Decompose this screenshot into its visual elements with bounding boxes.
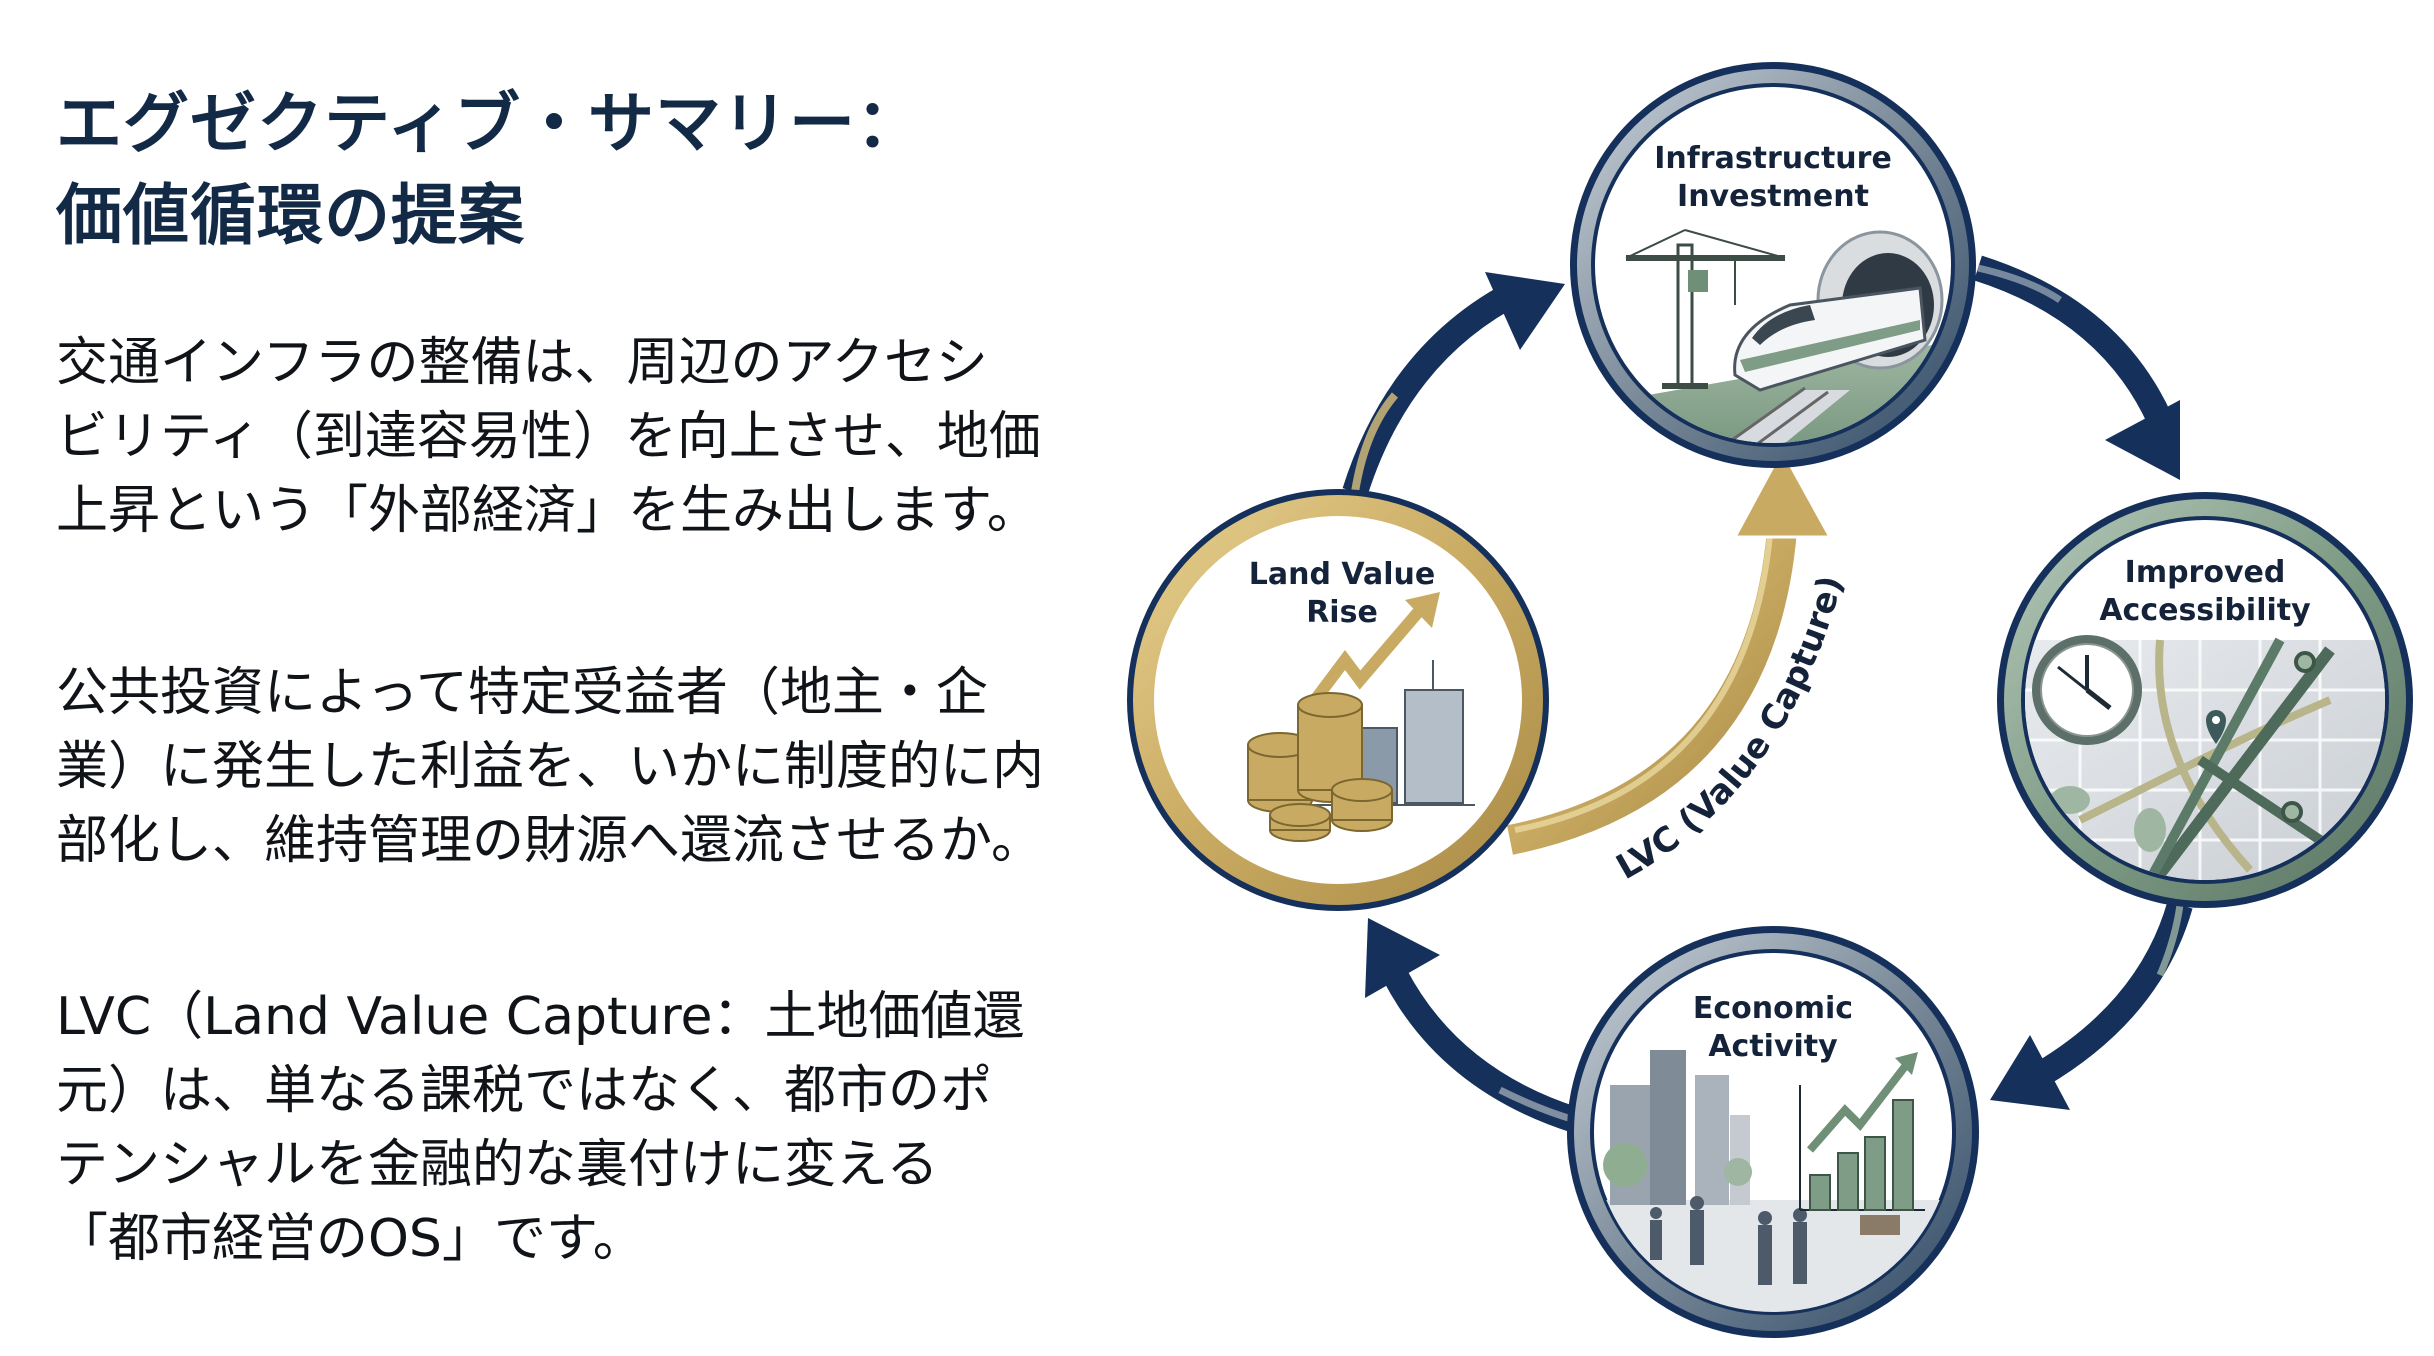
node-label: Economic: [1693, 991, 1853, 1026]
title-line-2: 価値循環の提案: [56, 177, 525, 254]
paragraph-infrastructure: 交通インフラの整備は、周辺のアクセシ ビリティ（到達容易性）を向上させ、地価 上…: [56, 326, 1041, 548]
node-infrastructure: Infrastructure Investment: [1570, 62, 1976, 468]
train-crane-icon: [1620, 229, 1951, 443]
paragraph-line: LVC（Land Value Capture：土地価値還: [56, 987, 1025, 1047]
arrowhead-icon: [1365, 918, 1440, 998]
location-pin-icon: [2206, 710, 2226, 744]
lvc-label-text: LVC (Value Capture): [1610, 571, 1852, 888]
arrowhead-icon: [1732, 446, 1833, 539]
node-label: Investment: [1677, 179, 1869, 214]
arrow-landvalue-to-infrastructure: [1342, 272, 1565, 496]
node-label: Improved: [2125, 555, 2286, 590]
node-label: Activity: [1708, 1029, 1838, 1064]
paragraph-line: 「都市経営のOS」です。: [56, 1209, 645, 1269]
paragraph-internalization: 公共投資によって特定受益者（地主・企 業）に発生した利益を、いかに制度的に内 部…: [56, 656, 1044, 878]
node-label: Accessibility: [2099, 593, 2311, 628]
paragraph-line: 部化し、維持管理の財源へ還流させるか。: [56, 811, 1043, 871]
arrow-infrastructure-to-accessibility: [1974, 255, 2180, 480]
arrowhead-icon: [1485, 272, 1565, 350]
paragraph-line: 元）は、単なる課税ではなく、都市のポ: [56, 1061, 993, 1121]
node-label: Infrastructure: [1654, 141, 1892, 176]
paragraph-line: 上昇という「外部経済」を生み出します。: [56, 481, 1039, 541]
coins-buildings-icon: [1247, 592, 1475, 842]
paragraph-line: ビリティ（到達容易性）を向上させ、地価: [56, 407, 1041, 467]
node-label: Land Value: [1249, 557, 1435, 592]
node-landvalue: Land Value Rise: [1127, 489, 1549, 911]
clock-icon: [2032, 635, 2142, 745]
value-cycle-svg: Infrastructure Investment: [1127, 62, 2413, 1338]
paragraph-lvc: LVC（Land Value Capture：土地価値還 元）は、単なる課税では…: [56, 980, 1025, 1276]
node-economic: Economic Activity: [1567, 926, 1979, 1338]
node-accessibility: Improved Accessibility: [1997, 492, 2413, 908]
paragraph-line: 交通インフラの整備は、周辺のアクセシ: [56, 333, 988, 393]
paragraph-line: 業）に発生した利益を、いかに制度的に内: [56, 737, 1045, 797]
arrow-economic-to-landvalue: [1365, 918, 1579, 1133]
arrowhead-icon: [1990, 1035, 2070, 1110]
arrow-accessibility-to-economic: [1990, 901, 2193, 1110]
value-cycle-diagram: Infrastructure Investment: [1080, 0, 2434, 1356]
arrowhead-icon: [2105, 400, 2180, 480]
paragraph-line: テンシャルを金融的な裏付けに変える: [56, 1135, 939, 1195]
paragraph-line: 公共投資によって特定受益者（地主・企: [56, 663, 988, 723]
title-line-1: エグゼクティブ・サマリー：: [56, 85, 924, 162]
page-title: エグゼクティブ・サマリー： 価値循環の提案: [56, 78, 923, 262]
lvc-label: LVC (Value Capture): [1610, 571, 1852, 888]
lvc-arrow: [1507, 446, 1833, 855]
node-label: Rise: [1306, 595, 1378, 630]
